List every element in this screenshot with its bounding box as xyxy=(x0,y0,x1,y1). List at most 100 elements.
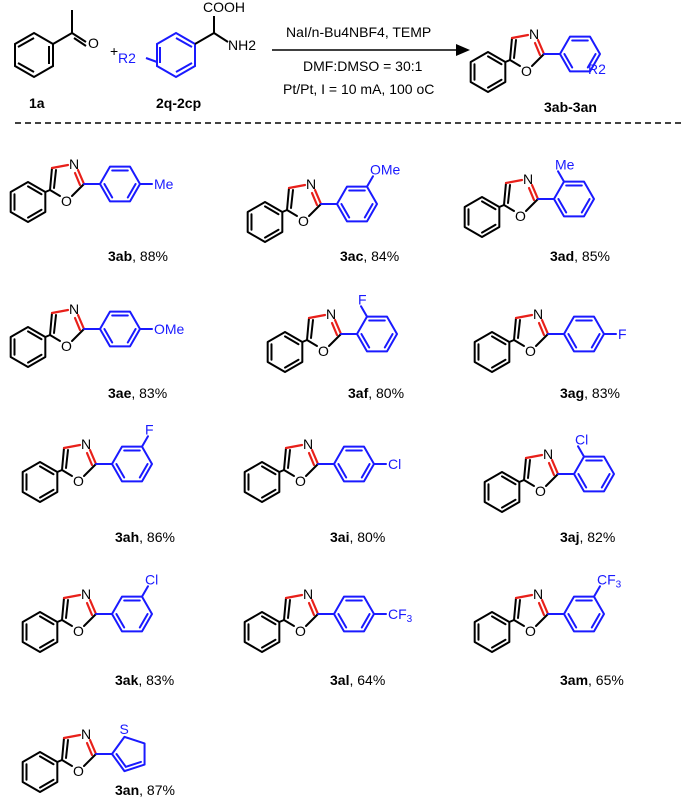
product-yield: , 84% xyxy=(363,248,399,264)
oxazole-oxygen: O xyxy=(73,763,84,779)
product-id: 3af xyxy=(348,385,369,401)
oxazole-oxygen: O xyxy=(525,623,536,639)
product-3am: N O CF3 3am, 65% xyxy=(473,571,624,688)
product-yield: , 82% xyxy=(579,529,615,545)
product-3an: N O S 3an, 87% xyxy=(21,721,175,798)
product-3ad: N O Me 3ad, 85% xyxy=(463,156,610,264)
thiophene-sulfur: S xyxy=(119,721,128,737)
substituent-me: Me xyxy=(154,176,174,192)
product-label: 3ab, 88% xyxy=(108,248,168,264)
reaction-condition-electrolysis: Pt/Pt, I = 10 mA, 100 oC xyxy=(283,81,434,97)
cooh-group: COOH xyxy=(203,0,245,15)
substituent-cl: Cl xyxy=(145,571,158,587)
product-3ah: N O F 3ah, 86% xyxy=(21,421,175,545)
product-label: 3ae, 83% xyxy=(108,385,167,401)
product-yield: , 83% xyxy=(131,385,167,401)
reactant-amino-acid: COOH NH2 R2 2q-2cp xyxy=(118,0,256,111)
oxazole-nitrogen: N xyxy=(543,446,553,462)
product-yield: , 80% xyxy=(368,385,404,401)
oxazole-nitrogen: N xyxy=(69,301,79,317)
oxazole-oxygen: O xyxy=(318,343,329,359)
product-yield: , 87% xyxy=(139,782,175,798)
r2-group: R2 xyxy=(118,50,136,66)
product-label: 3ah, 86% xyxy=(115,529,175,545)
substituent-cf3: CF3 xyxy=(388,606,413,625)
oxazole-nitrogen: N xyxy=(81,726,91,742)
product-3al: N O CF3 3al, 64% xyxy=(243,586,413,688)
product-id: 3ac xyxy=(340,248,364,264)
substituent-cl: Cl xyxy=(575,431,588,447)
substituent-cf3: CF3 xyxy=(597,571,622,590)
reactant-amino-acid-id: 2q-2cp xyxy=(156,95,201,111)
product-id: 3ak xyxy=(115,672,139,688)
product-yield: , 80% xyxy=(349,529,385,545)
oxazole-oxygen: O xyxy=(295,623,306,639)
nh2-group: NH2 xyxy=(228,37,256,53)
product-label: 3ad, 85% xyxy=(550,248,610,264)
product-3ab: N O Me 3ab, 88% xyxy=(9,156,174,264)
product-id: 3ab xyxy=(108,248,132,264)
product-label: 3ak, 83% xyxy=(115,672,174,688)
product-yield: , 85% xyxy=(574,248,610,264)
substituent-f: F xyxy=(618,326,627,342)
oxazole-oxygen: O xyxy=(61,338,72,354)
oxazole-oxygen: O xyxy=(525,343,536,359)
oxazole-oxygen: O xyxy=(521,63,532,79)
substituent-f: F xyxy=(358,291,367,307)
product-id: 3ah xyxy=(115,529,139,545)
product-general: N O R2 3ab-3an xyxy=(469,26,606,115)
reaction-condition-solvent: DMF:DMSO = 30:1 xyxy=(303,58,423,74)
product-label: 3an, 87% xyxy=(115,782,175,798)
product-3aj: N O Cl 3aj, 82% xyxy=(483,431,615,545)
substituent-f: F xyxy=(145,421,154,437)
product-label: 3ag, 83% xyxy=(560,385,620,401)
product-3ak: N O Cl 3ak, 83% xyxy=(21,571,174,688)
product-3ae: N O OMe 3ae, 83% xyxy=(9,301,185,401)
oxazole-oxygen: O xyxy=(61,193,72,209)
oxazole-nitrogen: N xyxy=(303,586,313,602)
product-yield: , 64% xyxy=(349,672,385,688)
oxazole-nitrogen: N xyxy=(523,171,533,187)
oxazole-nitrogen: N xyxy=(303,436,313,452)
oxazole-nitrogen: N xyxy=(533,586,543,602)
product-yield: , 83% xyxy=(584,385,620,401)
reactant-ketone-id: 1a xyxy=(29,95,45,111)
carbonyl-oxygen: O xyxy=(88,35,99,51)
oxazole-nitrogen: N xyxy=(69,156,79,172)
substituent-ome: OMe xyxy=(154,321,185,337)
product-label: 3am, 65% xyxy=(560,672,624,688)
substituent-me: Me xyxy=(555,156,575,172)
substituent-cl: Cl xyxy=(388,456,401,472)
oxazole-oxygen: O xyxy=(298,213,309,229)
product-yield: , 86% xyxy=(139,529,175,545)
product-label: 3aj, 82% xyxy=(560,529,615,545)
product-id: 3ad xyxy=(550,248,574,264)
oxazole-oxygen: O xyxy=(73,623,84,639)
oxazole-oxygen: O xyxy=(535,483,546,499)
oxazole-oxygen: O xyxy=(73,473,84,489)
oxazole-oxygen: O xyxy=(515,208,526,224)
product-label: 3ac, 84% xyxy=(340,248,399,264)
product-id: 3ag xyxy=(560,385,584,401)
product-label: 3af, 80% xyxy=(348,385,404,401)
substituent-ome: OMe xyxy=(370,161,401,177)
product-yield: , 65% xyxy=(588,672,624,688)
product-r2-group: R2 xyxy=(588,61,606,77)
oxazole-nitrogen: N xyxy=(529,26,539,42)
oxazole-oxygen: O xyxy=(295,473,306,489)
oxazole-nitrogen: N xyxy=(81,586,91,602)
product-yield: , 83% xyxy=(138,672,174,688)
product-general-id: 3ab-3an xyxy=(544,99,597,115)
oxazole-nitrogen: N xyxy=(326,306,336,322)
product-id: 3aj xyxy=(560,529,579,545)
product-id: 3ai xyxy=(330,529,349,545)
oxazole-nitrogen: N xyxy=(81,436,91,452)
product-3af: N O F 3af, 80% xyxy=(266,291,404,401)
product-id: 3an xyxy=(115,782,139,798)
reactant-ketone: O 1a xyxy=(14,10,99,111)
product-label: 3al, 64% xyxy=(330,672,385,688)
